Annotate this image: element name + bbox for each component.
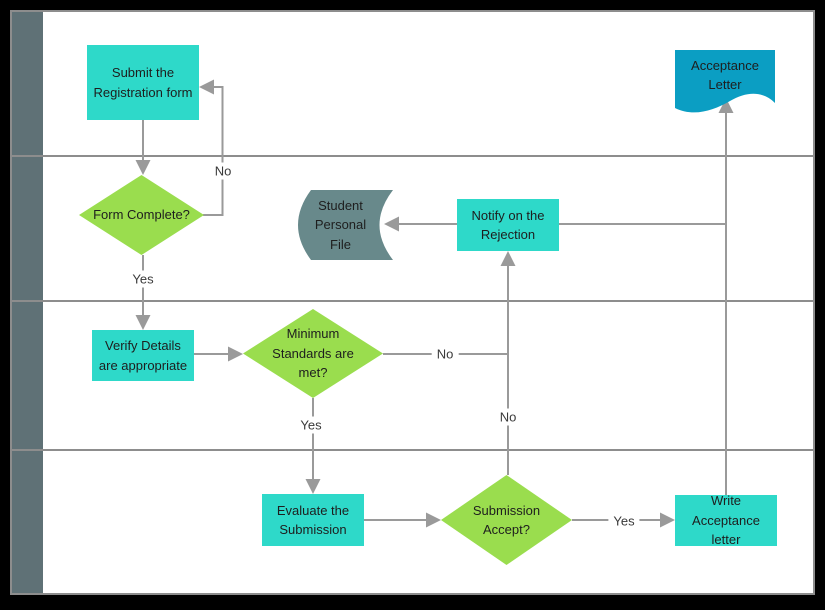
- arrowhead-into-notify: [500, 251, 516, 266]
- node-student-personal-file[interactable]: Student Personal File: [298, 190, 393, 260]
- node-label: Evaluate the Submission: [276, 502, 350, 538]
- edge-label-form-no: No: [209, 162, 237, 180]
- document-shape: [675, 50, 775, 113]
- edge-label-standards-yes: Yes: [295, 416, 327, 434]
- node-notify-rejection[interactable]: Notify on the Rejection: [457, 199, 559, 251]
- arrowhead-into-write: [660, 512, 675, 528]
- node-label: Submit the Registration form: [93, 65, 193, 100]
- arrowhead-into-student-file: [384, 216, 399, 232]
- lane-divider-1: [10, 155, 815, 157]
- arrowhead-into-evaluate: [305, 479, 321, 494]
- node-label: Notify on the Rejection: [471, 207, 545, 243]
- lane-divider-2: [10, 300, 815, 302]
- node-write-acceptance-letter[interactable]: Write Acceptance letter: [675, 493, 777, 547]
- node-verify-details[interactable]: Verify Details are appropriate: [92, 330, 194, 381]
- node-label: Minimum Standards are met?: [272, 326, 354, 381]
- arrowhead-into-form-complete: [135, 160, 151, 175]
- edge-label-standards-no: No: [431, 345, 459, 363]
- node-acceptance-letter-document[interactable]: Acceptance Letter: [675, 50, 775, 114]
- stored-data-shape: [298, 190, 393, 260]
- node-label: Write Acceptance letter: [692, 493, 760, 548]
- arrowhead-into-submit: [199, 79, 214, 95]
- swimlane-band: [12, 12, 43, 593]
- node-submit-registration-form[interactable]: Submit the Registration form: [87, 45, 199, 120]
- arrowhead-into-verify: [135, 315, 151, 330]
- node-label: Student Personal File: [314, 197, 367, 252]
- node-evaluate-submission[interactable]: Evaluate the Submission: [262, 494, 364, 546]
- lane-divider-3: [10, 449, 815, 451]
- edge-label-submission-yes: Yes: [608, 512, 640, 530]
- edge-label-form-yes: Yes: [127, 270, 159, 288]
- arrowhead-into-acceptance-letter: [718, 98, 734, 113]
- node-label: Verify Details are appropriate: [98, 338, 188, 373]
- node-label: Submission Accept?: [472, 502, 541, 538]
- arrowhead-into-submission: [426, 512, 441, 528]
- edge-label-submission-no: No: [494, 408, 522, 426]
- node-label: Acceptance Letter: [691, 57, 759, 93]
- node-label: Form Complete?: [93, 207, 190, 223]
- arrowhead-into-min-standards: [228, 346, 243, 362]
- edge-form-complete-no-to-submit: [203, 86, 224, 216]
